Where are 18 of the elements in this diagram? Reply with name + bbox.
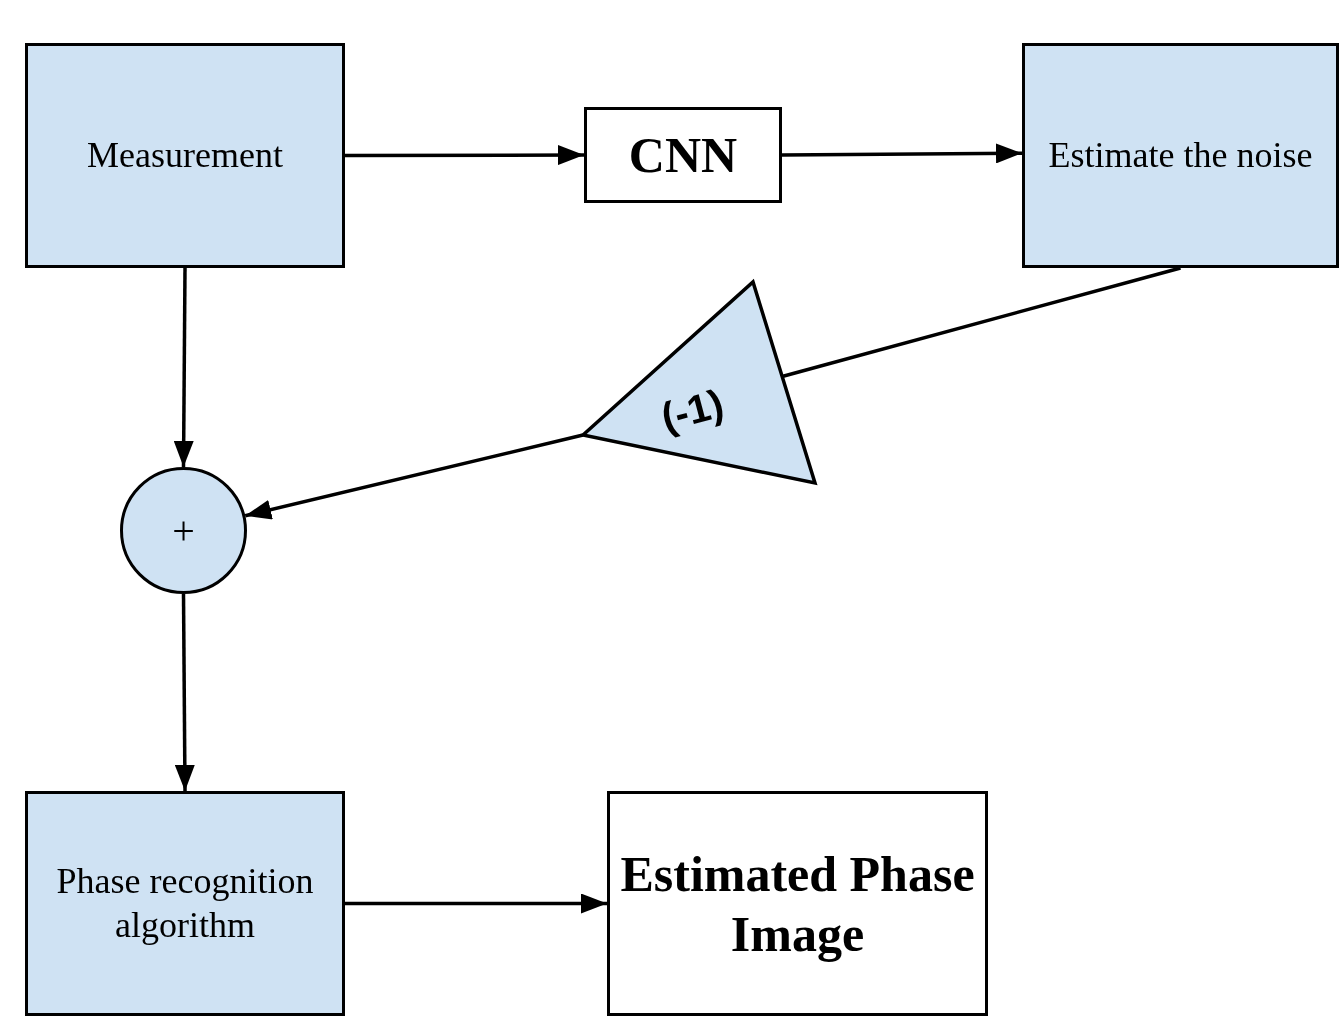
arrow xyxy=(345,145,584,166)
node-label: Phase recognition algorithm xyxy=(55,860,315,947)
gain-label: (-1) xyxy=(655,379,729,442)
node-label: CNN xyxy=(628,126,738,185)
output-box xyxy=(607,791,988,1016)
node-label: + xyxy=(172,506,195,555)
process-box xyxy=(25,791,345,1016)
arrow xyxy=(244,433,584,520)
arrow xyxy=(782,143,1022,164)
node-label: Measurement xyxy=(87,133,283,177)
process-box xyxy=(25,43,345,268)
node-label: Estimated Phase Image xyxy=(619,844,976,964)
arrow xyxy=(173,268,194,467)
arrow xyxy=(345,893,607,914)
node-label: Estimate the noise xyxy=(1048,133,1313,177)
arrow xyxy=(174,594,195,791)
process-box xyxy=(1022,43,1339,268)
process-box xyxy=(584,107,782,203)
